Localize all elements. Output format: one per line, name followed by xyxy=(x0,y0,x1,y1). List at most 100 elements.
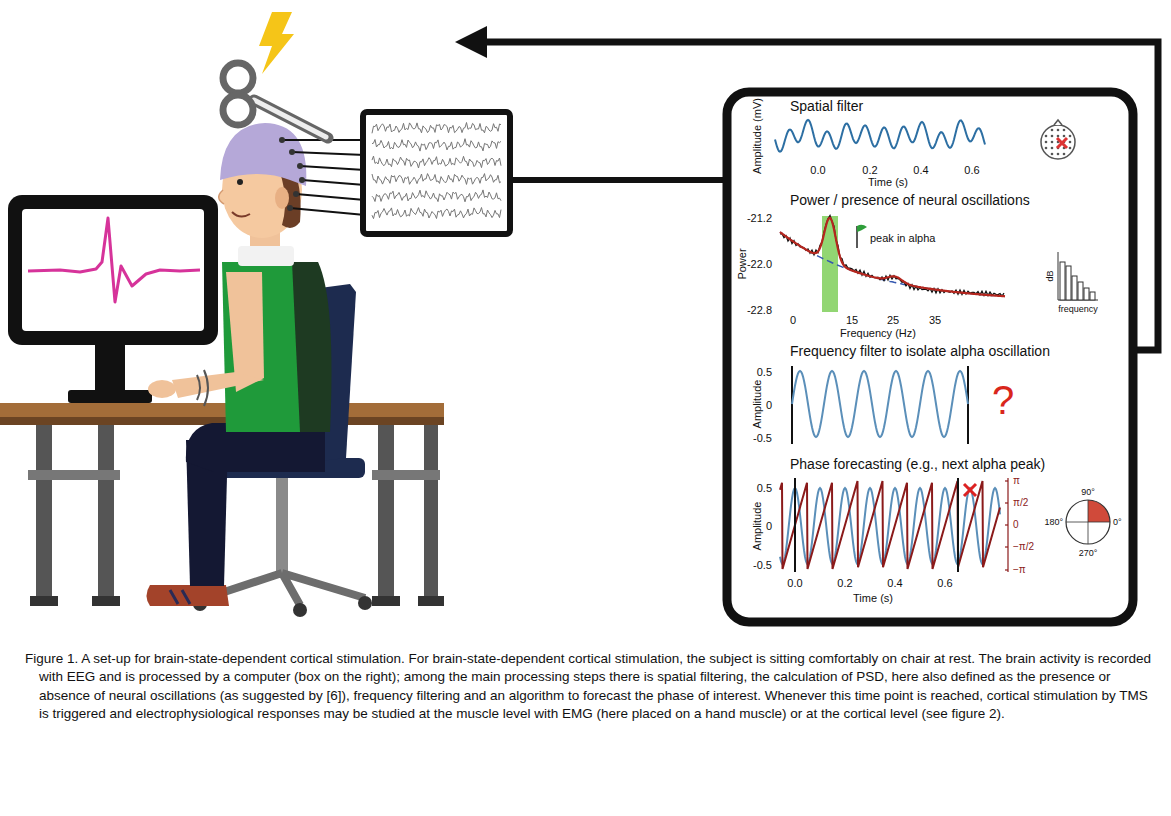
plots-part xyxy=(780,216,1004,296)
axis-title: Amplitude xyxy=(751,380,764,429)
person-part xyxy=(219,190,224,204)
person-part xyxy=(170,590,190,604)
head-icon-part-part xyxy=(1051,147,1054,150)
desk-part xyxy=(36,423,52,598)
plots-part xyxy=(792,371,968,437)
eeg-wires-part-part xyxy=(289,149,295,155)
phase-axis-part xyxy=(1005,546,1008,547)
phase-axis-part xyxy=(1005,524,1008,525)
tms-coil-part xyxy=(223,63,253,93)
eeg-monitor-part-part xyxy=(372,174,501,185)
person-part xyxy=(232,212,250,217)
tms-coil-part xyxy=(223,95,253,125)
person-part xyxy=(197,370,208,406)
histogram-icon-part xyxy=(1078,282,1083,300)
emg-monitor-part xyxy=(68,390,152,403)
plots-part xyxy=(780,232,1004,296)
desk xyxy=(0,403,444,606)
eeg-wires-part-part xyxy=(293,191,299,197)
axis-title: Amplitude xyxy=(751,502,764,551)
figure-caption: Figure 1. A set-up for brain-state-depen… xyxy=(25,650,1154,723)
eeg-wires-part-part xyxy=(287,205,293,211)
histogram-icon-part xyxy=(1060,262,1065,300)
axis-label: 0 xyxy=(766,399,772,412)
axis-label: -22.8 xyxy=(747,304,772,317)
plots-part xyxy=(957,478,959,572)
eeg-wires xyxy=(279,137,365,215)
emg-monitor-part xyxy=(8,195,218,345)
axis-label: Time (s) xyxy=(853,592,893,605)
emg-monitor-part xyxy=(95,340,125,392)
person-part xyxy=(275,187,289,209)
person-part xyxy=(237,179,243,185)
axis-label: −π/2 xyxy=(1013,541,1034,553)
head-icon-part-part xyxy=(1045,147,1048,150)
head-icon-part xyxy=(1054,120,1062,125)
desk-part xyxy=(424,423,438,598)
axis-label: 0.0 xyxy=(810,164,825,177)
feedback-arrow-part xyxy=(455,26,487,58)
eeg-monitor xyxy=(363,112,725,234)
desk-part xyxy=(372,596,400,606)
axis-label: 0 xyxy=(1013,519,1019,531)
head-icon-part-part xyxy=(1057,129,1060,132)
histogram-icon-part xyxy=(1072,276,1077,300)
head-icon-part-part xyxy=(1069,147,1072,150)
head-icon-part-part xyxy=(1069,135,1072,138)
phase-axis xyxy=(1005,478,1008,572)
axis-label: −π xyxy=(1013,564,1026,576)
plots-part xyxy=(780,481,1000,569)
eeg-wires-part-part xyxy=(279,137,285,143)
eeg-wires-part xyxy=(292,152,365,155)
eeg-wires-part xyxy=(296,194,365,200)
axis-label: 0 xyxy=(766,520,772,533)
axis-label: 0.2 xyxy=(862,164,877,177)
axis-label: 0.0 xyxy=(787,577,802,590)
axis-label: 0.4 xyxy=(913,164,928,177)
chair-part xyxy=(293,603,307,617)
axis-label: 25 xyxy=(887,314,899,327)
plots-part xyxy=(967,366,969,444)
head-icon xyxy=(1041,120,1075,159)
plot-title: Frequency filter to isolate alpha oscill… xyxy=(790,343,1050,360)
axis-title: Power xyxy=(736,248,749,279)
axis-label: 0.2 xyxy=(837,577,852,590)
plot-title: Power / presence of neural oscillations xyxy=(790,192,1030,209)
polar-icon-part xyxy=(1066,500,1110,544)
axis-label: 15 xyxy=(846,314,858,327)
axis-label: π/2 xyxy=(1013,497,1028,509)
axis-label: π xyxy=(1013,475,1020,487)
plot-title-box: Power / presence of neural oscillations xyxy=(790,192,1030,209)
processing-panel xyxy=(727,92,1133,622)
histogram-icon-part xyxy=(1058,252,1098,300)
eeg-monitor-part xyxy=(363,112,510,234)
polar-icon xyxy=(1066,500,1110,544)
lightning-bolt xyxy=(259,12,294,74)
desk-part xyxy=(418,596,444,606)
person-part xyxy=(148,380,176,398)
axis-label: -22.0 xyxy=(747,258,772,271)
axis-label: 270° xyxy=(1079,548,1098,558)
plots-part xyxy=(775,120,985,152)
head-icon-part-part xyxy=(1045,141,1048,144)
axis-label: -21.2 xyxy=(747,212,772,225)
person-part xyxy=(147,585,230,606)
head-icon-part-part xyxy=(1051,135,1054,138)
desk-part xyxy=(28,470,120,480)
axis-label: 180° xyxy=(1044,517,1063,527)
eeg-monitor-part-part xyxy=(372,190,501,202)
plot-title-box: Frequency filter to isolate alpha oscill… xyxy=(790,343,1050,360)
head-icon-part-part xyxy=(1051,129,1054,132)
phase-axis-part xyxy=(1005,502,1008,503)
eeg-monitor-part xyxy=(510,177,725,183)
axis-label: 0° xyxy=(1113,517,1122,527)
histogram-icon-part xyxy=(1090,292,1095,300)
phase-axis-part xyxy=(1005,569,1008,570)
plot-title-box: Phase forecasting (e.g., next alpha peak… xyxy=(790,456,1045,473)
plots xyxy=(775,120,1110,572)
eeg-monitor-part-part xyxy=(372,139,501,151)
eeg-wires-part xyxy=(279,137,305,211)
axis-label: 90° xyxy=(1081,487,1095,497)
emg-monitor-part xyxy=(28,218,200,302)
desk-part xyxy=(92,596,120,606)
